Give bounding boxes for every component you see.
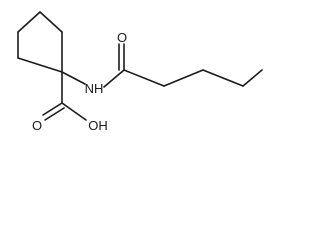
chain-bond [242,69,263,87]
amide-nitrogen-label: NH [85,81,104,96]
chain-bond [163,69,204,87]
ring-bond [17,57,63,73]
ring-bond [17,11,41,33]
chain-bond [123,69,165,87]
hydroxyl-label: OH [88,118,108,133]
c-n-bond [61,71,86,85]
ring-bond [39,11,63,33]
c-oh-bond [61,102,87,121]
chain-bond [202,69,244,87]
alkyl-chain [123,69,263,87]
n-c-bond [103,69,125,88]
carbonyl-oxygen-label: O [117,30,127,45]
double-bond-line [42,102,63,116]
amide-carbonyl-double-bond [118,43,125,71]
cyclopentane-ring [17,11,63,73]
molecule-structure: O NH O OH [17,11,263,133]
acid-oxygen-label: O [32,118,42,133]
acid-carbonyl-double-bond [42,102,65,121]
double-bond-line [44,107,65,121]
